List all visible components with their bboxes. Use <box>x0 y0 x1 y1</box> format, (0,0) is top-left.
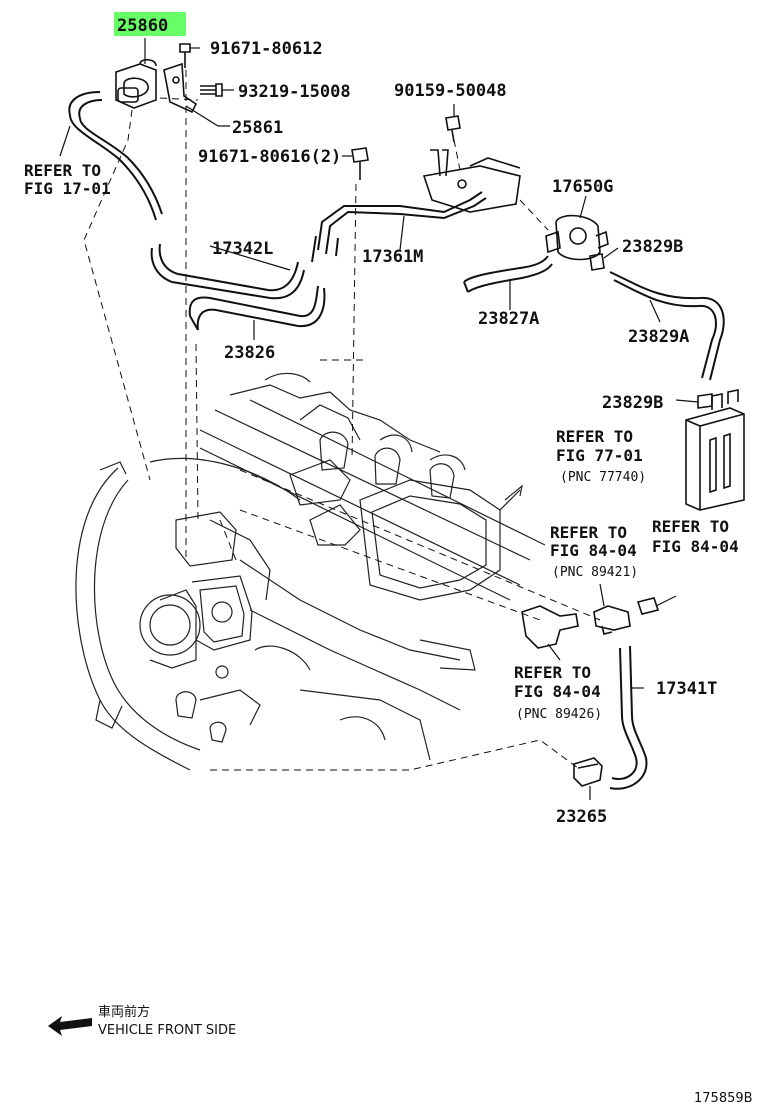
label-91671-80616[interactable]: 91671-80616(2) <box>198 147 341 167</box>
vsv-25860-part[interactable] <box>115 58 157 109</box>
refer-17-01-line2: FIG 17-01 <box>24 179 111 198</box>
refer-84-04-a-line1: REFER TO <box>550 523 627 542</box>
clip-23829b-upper-part[interactable] <box>589 253 605 271</box>
direction-japanese: 車両前方 <box>98 1004 150 1020</box>
bracket-89426-part[interactable] <box>521 605 579 649</box>
sensor-89421-part[interactable] <box>593 605 631 635</box>
label-25860[interactable]: 25860 <box>117 16 168 36</box>
vehicle-front-indicator: 車両前方 VEHICLE FRONT SIDE <box>48 1004 236 1038</box>
label-23826[interactable]: 23826 <box>224 343 275 363</box>
engine-illustration <box>75 372 546 771</box>
leader-lines <box>59 38 699 800</box>
arrow-left-icon <box>48 1016 92 1036</box>
bolt-93219-15008-part[interactable] <box>200 83 223 97</box>
refer-84-04-a-line2: FIG 84-04 <box>550 541 637 560</box>
refer-77-01[interactable]: REFER TO FIG 77-01 (PNC 77740) <box>556 427 646 485</box>
sensor-23265-part[interactable] <box>573 757 603 787</box>
bolt-91671-80616-part[interactable] <box>351 147 369 180</box>
clip-23829b-lower-part[interactable] <box>697 393 713 409</box>
label-93219-15008[interactable]: 93219-15008 <box>238 82 351 102</box>
refer-77-01-line2: FIG 77-01 <box>556 446 643 465</box>
assembly-dashed-lines <box>83 70 601 771</box>
refer-84-04-b-line1: REFER TO <box>652 517 729 536</box>
charcoal-canister-part[interactable] <box>685 389 745 511</box>
label-17650g[interactable]: 17650G <box>552 177 613 197</box>
refer-84-04-a[interactable]: REFER TO FIG 84-04 (PNC 89421) <box>550 523 638 580</box>
bolt-91671-80612-part[interactable] <box>179 43 191 68</box>
hose-23829a-part[interactable] <box>609 271 725 381</box>
label-25861[interactable]: 25861 <box>232 118 283 138</box>
refer-77-01-pnc: (PNC 77740) <box>560 470 646 485</box>
bracket-25861-part[interactable] <box>163 62 198 114</box>
refer-77-01-line1: REFER TO <box>556 427 633 446</box>
label-17361m[interactable]: 17361M <box>362 247 423 267</box>
hose-17341t-part[interactable] <box>609 645 648 790</box>
label-91671-80612[interactable]: 91671-80612 <box>210 39 323 59</box>
refer-84-04-b[interactable]: REFER TO FIG 84-04 <box>652 517 739 556</box>
bracket-upper-part[interactable] <box>422 149 521 213</box>
refer-84-04-a-pnc: (PNC 89421) <box>552 565 638 580</box>
refer-84-04-c-line1: REFER TO <box>514 663 591 682</box>
label-23827a[interactable]: 23827A <box>478 309 539 329</box>
figure-code: 175859B <box>694 1091 753 1106</box>
highlight-25860 <box>114 12 186 36</box>
bolt-90159-50048-part[interactable] <box>445 115 461 143</box>
refer-17-01[interactable]: REFER TO FIG 17-01 <box>24 161 111 198</box>
pipe-17361m-part[interactable] <box>311 191 487 263</box>
refer-17-01-line1: REFER TO <box>24 161 101 180</box>
hose-23827a-part[interactable] <box>463 255 553 293</box>
label-90159-50048[interactable]: 90159-50048 <box>394 81 507 101</box>
refer-84-04-c-line2: FIG 84-04 <box>514 682 601 701</box>
vsv-17650g-part[interactable] <box>545 214 609 261</box>
refer-84-04-c-pnc: (PNC 89426) <box>516 707 602 722</box>
label-17341t[interactable]: 17341T <box>656 679 717 699</box>
hose-refer-17-01-part[interactable] <box>68 91 163 221</box>
label-23829a[interactable]: 23829A <box>628 327 689 347</box>
refer-84-04-b-line2: FIG 84-04 <box>652 537 739 556</box>
hose-17342l-part[interactable] <box>150 243 305 300</box>
label-23829b-lower[interactable]: 23829B <box>602 393 663 413</box>
label-23265[interactable]: 23265 <box>556 807 607 827</box>
refer-84-04-c[interactable]: REFER TO FIG 84-04 (PNC 89426) <box>514 663 602 722</box>
label-17342l[interactable]: 17342L <box>212 239 273 259</box>
label-23829b-upper[interactable]: 23829B <box>622 237 683 257</box>
hose-23826-part[interactable] <box>188 285 326 331</box>
bolt-sensor-part[interactable] <box>636 597 660 615</box>
direction-english: VEHICLE FRONT SIDE <box>98 1023 236 1038</box>
